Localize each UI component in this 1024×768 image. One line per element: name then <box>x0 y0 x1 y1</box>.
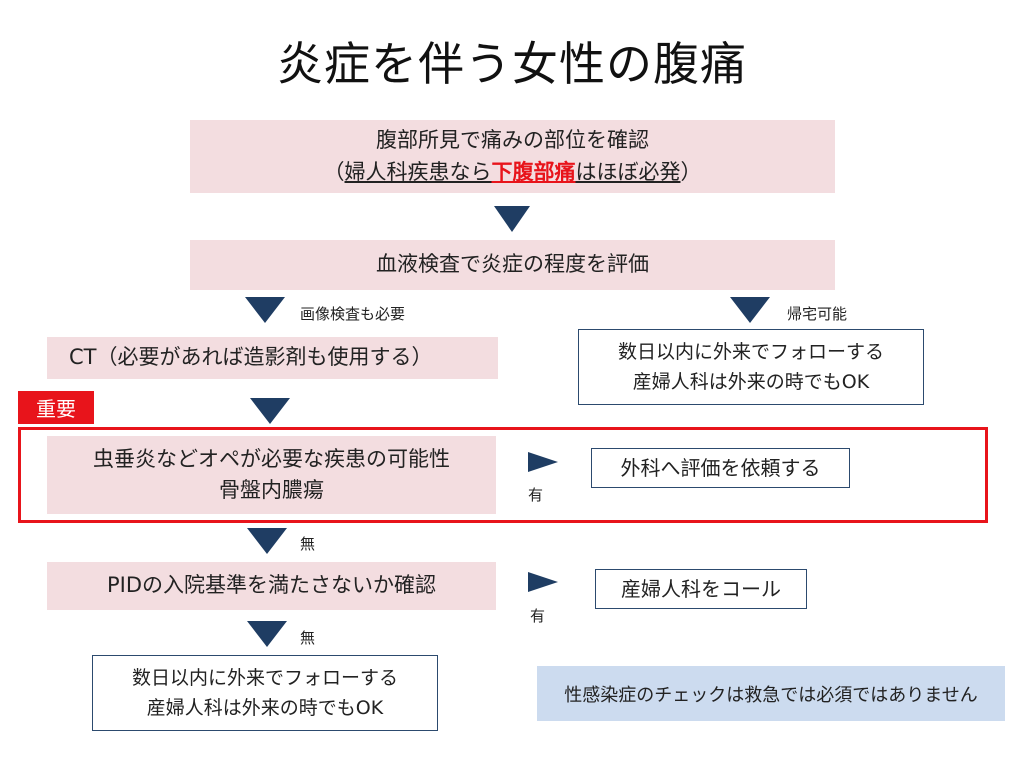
blood-test-label: 血液検査で炎症の程度を評価 <box>376 252 649 277</box>
down-arrow-icon <box>247 621 287 647</box>
right-arrow-icon <box>528 452 558 472</box>
obgyn-call-box: 産婦人科をコール <box>595 569 807 609</box>
blood-test-box: 血液検査で炎症の程度を評価 <box>190 240 835 290</box>
gyn-condition-text: 婦人科疾患なら <box>344 159 492 184</box>
down-arrow-icon <box>730 297 770 323</box>
down-arrow-icon <box>250 398 290 424</box>
followup-line1: 数日以内に外来でフォローする <box>131 666 398 689</box>
sti-note-label: 性感染症のチェックは救急では必須ではありません <box>564 684 978 706</box>
pid-criteria-label: PIDの入院基準を満たさないか確認 <box>106 573 437 598</box>
followup-box: 数日以内に外来でフォローする 産婦人科は外来の時でもOK <box>92 655 438 731</box>
followup-line2: 産婦人科は外来の時でもOK <box>146 697 384 719</box>
almost-always-text: はほぼ必発 <box>575 159 681 184</box>
page-title: 炎症を伴う女性の腹痛 <box>277 37 747 91</box>
abdominal-exam-box: 腹部所見で痛みの部位を確認 （婦人科疾患なら下腹部痛はほぼ必発） <box>190 120 835 193</box>
home-followup-line2: 産婦人科は外来の時でもOK <box>632 371 870 393</box>
lower-abdominal-pain-emphasis: 下腹部痛 <box>491 159 576 184</box>
down-arrow-icon <box>245 297 285 323</box>
paren-close: ） <box>680 159 702 184</box>
pid-criteria-box: PIDの入院基準を満たさないか確認 <box>47 562 496 610</box>
home-followup-line1: 数日以内に外来でフォローする <box>617 340 884 363</box>
surgery-consult-label: 外科へ評価を依頼する <box>620 456 821 480</box>
ct-box: CT（必要があれば造影剤も使用する） <box>47 337 498 379</box>
paren-open: （ <box>323 159 345 184</box>
abdominal-exam-line2: （婦人科疾患なら下腹部痛はほぼ必発） <box>324 157 702 189</box>
abdominal-exam-line1: 腹部所見で痛みの部位を確認 <box>376 128 649 152</box>
home-followup-box: 数日以内に外来でフォローする 産婦人科は外来の時でもOK <box>578 329 924 405</box>
right-arrow-icon <box>528 572 558 592</box>
down-arrow-icon <box>494 206 530 232</box>
important-frame <box>18 427 988 523</box>
discharge-possible-label: 帰宅可能 <box>787 305 848 323</box>
no-label: 無 <box>300 629 316 647</box>
surgical-disease-line2: 骨盤内膿瘍 <box>219 478 324 502</box>
yes-label: 有 <box>528 486 544 504</box>
important-badge: 重要 <box>18 391 94 424</box>
surgical-disease-line1: 虫垂炎などオペが必要な疾患の可能性 <box>93 446 450 471</box>
ct-label: CT（必要があれば造影剤も使用する） <box>69 345 433 370</box>
yes-label: 有 <box>530 607 546 625</box>
imaging-needed-label: 画像検査も必要 <box>300 305 406 323</box>
down-arrow-icon <box>247 528 287 554</box>
obgyn-call-label: 産婦人科をコール <box>621 577 781 601</box>
sti-note-box: 性感染症のチェックは救急では必須ではありません <box>537 666 1005 721</box>
no-label: 無 <box>300 535 316 553</box>
surgery-consult-box: 外科へ評価を依頼する <box>591 448 850 488</box>
surgical-disease-box: 虫垂炎などオペが必要な疾患の可能性 骨盤内膿瘍 <box>47 436 496 514</box>
